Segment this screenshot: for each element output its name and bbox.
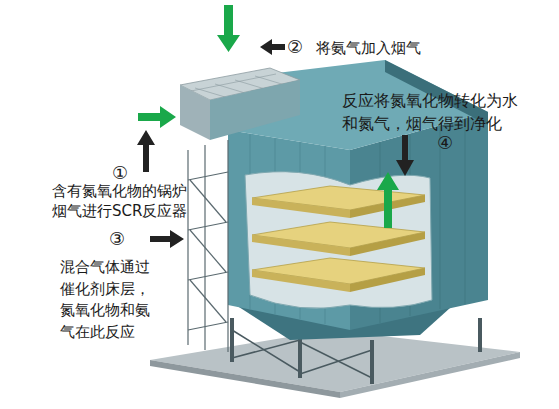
callout-number: ③ bbox=[109, 228, 125, 250]
callout-number: ① bbox=[112, 162, 128, 184]
inlet-duct bbox=[210, 80, 300, 140]
callout-number: ② bbox=[287, 36, 303, 58]
inlet-duct bbox=[180, 85, 210, 140]
callout-number: ④ bbox=[437, 132, 453, 154]
callout-text: 反应将氮氧化物转化为水 和氮气，烟气得到净化 bbox=[342, 89, 537, 135]
base-edge bbox=[150, 360, 340, 398]
callout-text: 含有氮氧化物的锅炉 烟气进行SCR反应器 bbox=[52, 181, 204, 221]
catalyst-layers bbox=[252, 186, 425, 292]
callout-text: 将氨气加入烟气 bbox=[316, 38, 456, 58]
cutaway-window bbox=[245, 172, 432, 309]
callout-text: 混合气体通过 催化剂床层， 氮氧化物和氨 气在此反应 bbox=[60, 257, 160, 343]
stair-tower bbox=[188, 140, 228, 352]
